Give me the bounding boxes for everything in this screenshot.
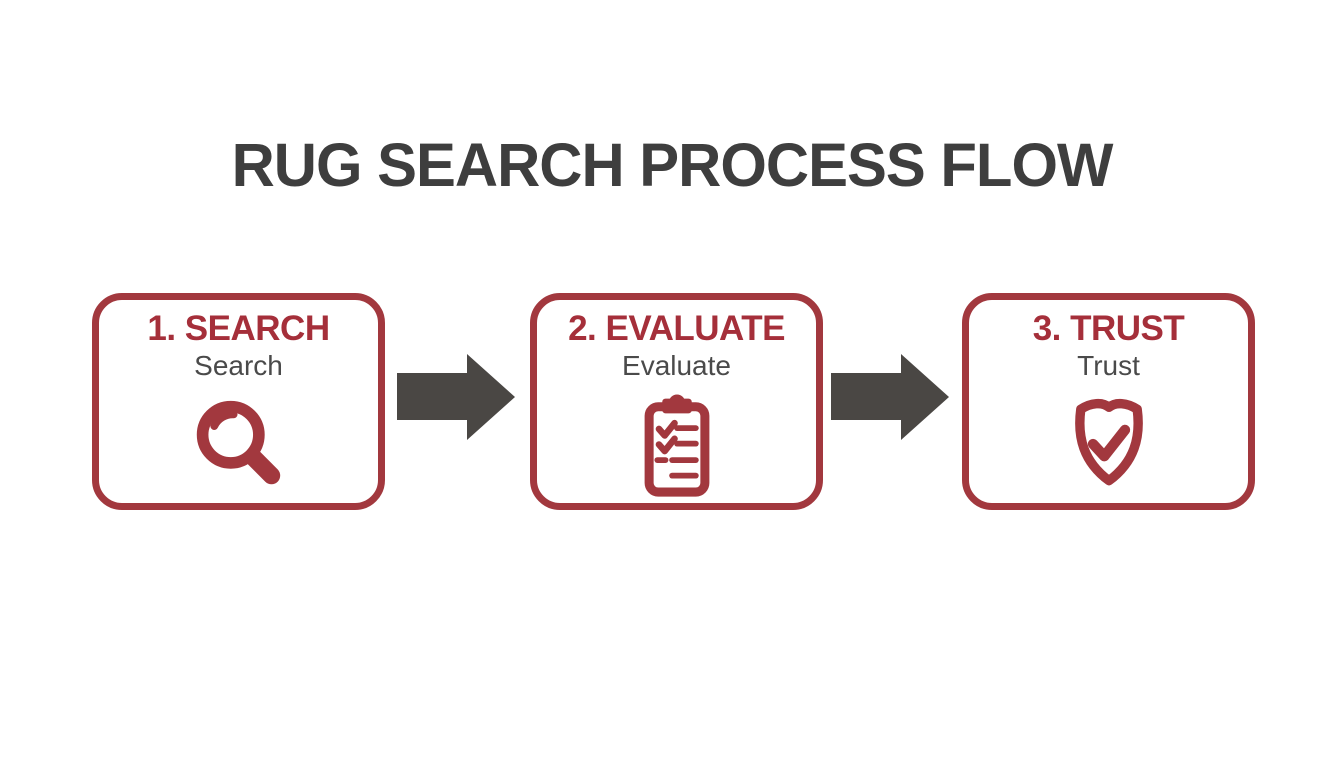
page-title: RUG SEARCH PROCESS FLOW <box>231 131 1114 199</box>
step-subtitle: Trust <box>1077 350 1140 381</box>
step-heading: 3. TRUST <box>1032 309 1185 348</box>
step-box-search: 1. SEARCH Search <box>92 293 385 510</box>
clipboard-checklist-icon <box>636 385 718 503</box>
step-subtitle: Search <box>194 350 283 381</box>
step-box-evaluate: 2. EVALUATE Evaluate <box>530 293 823 510</box>
shield-check-icon <box>1062 385 1156 503</box>
step-heading: 1. SEARCH <box>147 309 330 348</box>
magnifier-icon <box>190 385 287 503</box>
step-box-trust: 3. TRUST Trust <box>962 293 1255 510</box>
arrow-right-icon <box>397 354 515 440</box>
arrow-right-icon <box>831 354 949 440</box>
step-heading: 2. EVALUATE <box>568 309 785 348</box>
step-subtitle: Evaluate <box>622 350 731 381</box>
